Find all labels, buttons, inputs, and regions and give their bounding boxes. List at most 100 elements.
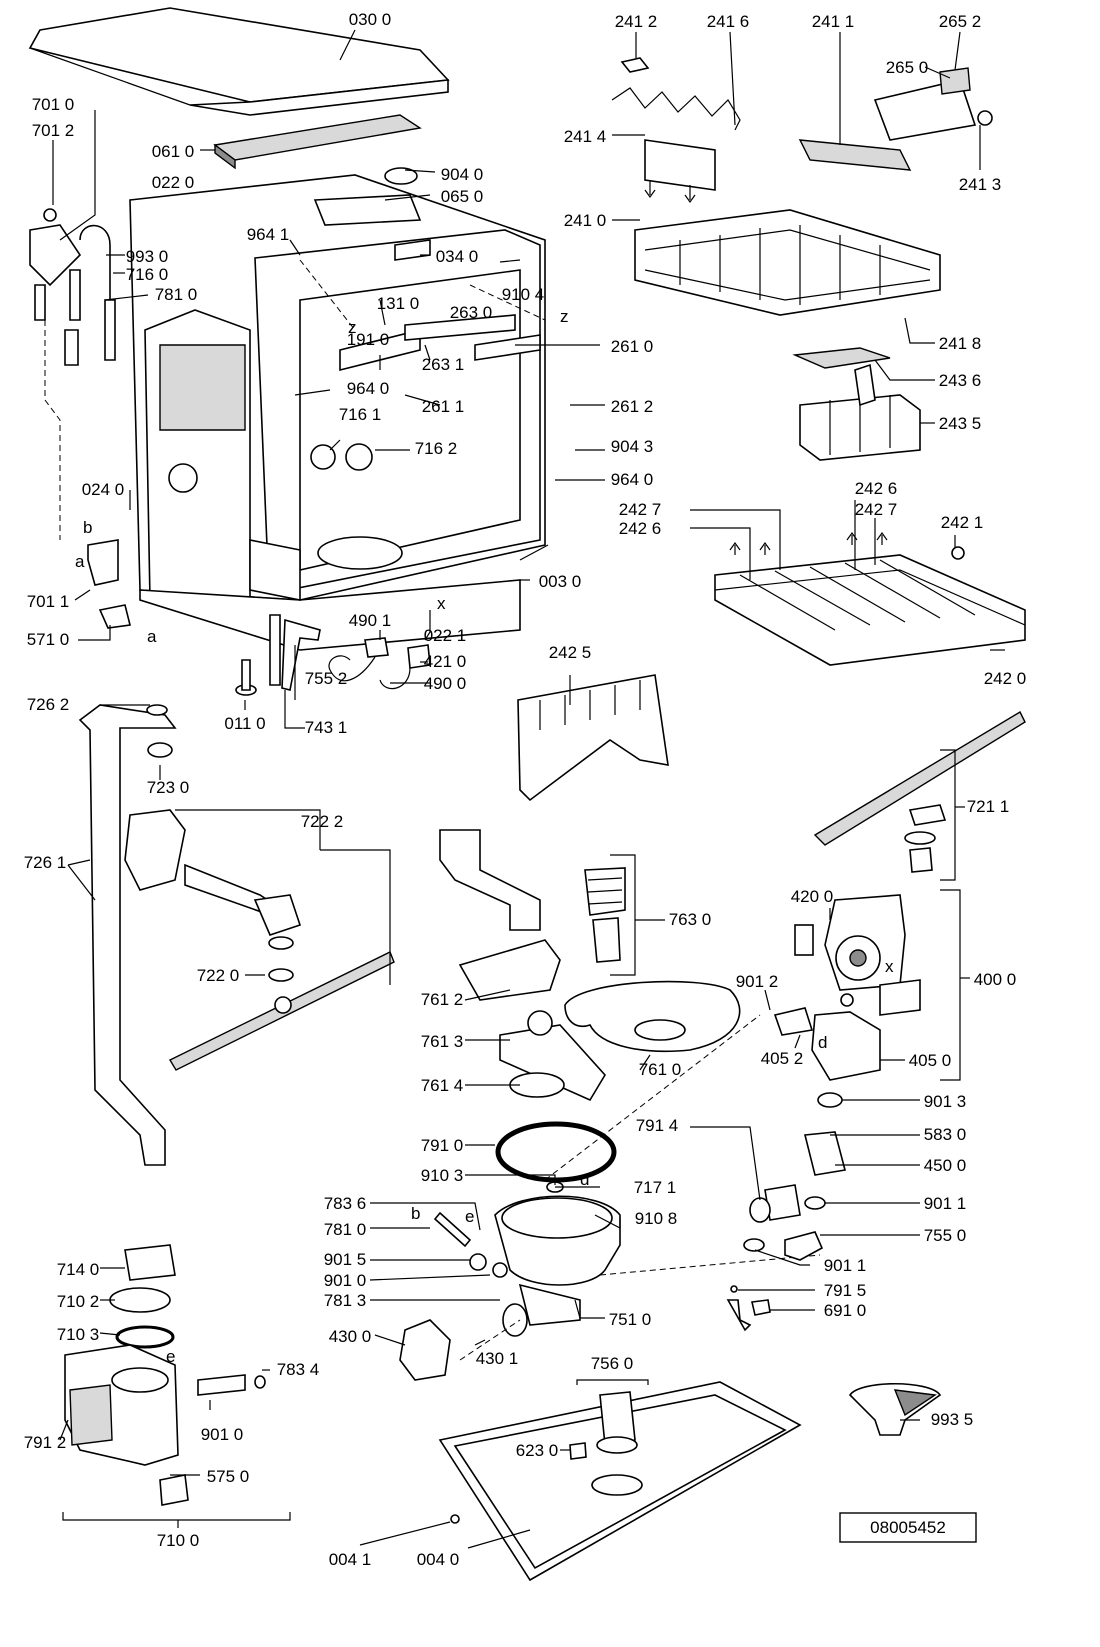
part-label-004-1: 004 1 — [329, 1550, 372, 1569]
part-label-421-0: 421 0 — [424, 652, 467, 671]
part-label-783-4: 783 4 — [277, 1360, 320, 1379]
part-label-716-2: 716 2 — [415, 439, 458, 458]
part-label-781-0-a: 781 0 — [155, 285, 198, 304]
part-label-964-0-a: 964 0 — [347, 379, 390, 398]
part-label-241-8: 241 8 — [939, 334, 982, 353]
part-label-583-0: 583 0 — [924, 1125, 967, 1144]
part-label-716-0: 716 0 — [126, 265, 169, 284]
part-label-022-1: 022 1 — [424, 626, 467, 645]
part-label-993-0: 993 0 — [126, 247, 169, 266]
leader-lines — [52, 29, 1005, 1549]
part-label-721-1: 721 1 — [967, 797, 1010, 816]
part-label-242-7-b: 242 7 — [855, 500, 898, 519]
part-label-701-2: 701 2 — [32, 121, 75, 140]
lower-basket-part — [714, 531, 1026, 666]
lower-spray-arm-part — [813, 711, 1026, 873]
part-label-791-4: 791 4 — [636, 1116, 679, 1135]
part-label-701-1: 701 1 — [27, 592, 70, 611]
part-label-901-1-b: 901 1 — [824, 1256, 867, 1275]
foot-and-bracket-parts — [235, 614, 321, 696]
part-label-901-0-b: 901 0 — [201, 1425, 244, 1444]
part-label-761-2: 761 2 — [421, 990, 464, 1009]
part-label-910-3: 910 3 — [421, 1166, 464, 1185]
part-label-261-0: 261 0 — [611, 337, 654, 356]
part-label-242-7-a: 242 7 — [619, 500, 662, 519]
part-label-022-0: 022 0 — [152, 173, 195, 192]
letter-mark-z-2: z — [560, 307, 569, 326]
part-label-901-5: 901 5 — [324, 1250, 367, 1269]
part-label-242-1: 242 1 — [941, 513, 984, 532]
cabinet-body-part — [129, 167, 549, 651]
part-label-241-2: 241 2 — [615, 12, 658, 31]
part-label-265-2: 265 2 — [939, 12, 982, 31]
part-label-751-0: 751 0 — [609, 1310, 652, 1329]
letter-mark-a-2: a — [147, 627, 157, 646]
part-label-430-1: 430 1 — [476, 1349, 519, 1368]
part-label-430-0: 430 0 — [329, 1327, 372, 1346]
part-label-763-0: 763 0 — [669, 910, 712, 929]
part-label-242-6-a: 242 6 — [855, 479, 898, 498]
part-label-723-0: 723 0 — [147, 778, 190, 797]
part-label-011-0: 011 0 — [224, 714, 265, 733]
drawing-number: 08005452 — [870, 1518, 946, 1537]
part-label-791-5: 791 5 — [824, 1281, 867, 1300]
part-label-575-0: 575 0 — [207, 1467, 250, 1486]
base-plate-part — [438, 1379, 802, 1582]
part-label-265-0: 265 0 — [886, 58, 929, 77]
letter-mark-b-1: b — [83, 518, 92, 537]
part-label-716-1: 716 1 — [339, 405, 382, 424]
part-label-701-0: 701 0 — [32, 95, 75, 114]
part-label-781-3: 781 3 — [324, 1291, 367, 1310]
part-label-242-6-b: 242 6 — [619, 519, 662, 538]
letter-mark-z-1: z — [348, 318, 357, 337]
part-label-061-0: 061 0 — [152, 142, 195, 161]
letter-mark-x-2: x — [885, 957, 894, 976]
letter-mark-d-1: d — [818, 1033, 827, 1052]
inlet-valve-part — [29, 208, 131, 629]
part-label-450-0: 450 0 — [924, 1156, 967, 1175]
part-label-241-6: 241 6 — [707, 12, 750, 31]
part-label-743-1: 743 1 — [305, 718, 348, 737]
part-label-261-1: 261 1 — [422, 397, 465, 416]
door-switch-part — [328, 637, 431, 690]
cup-rack-part — [517, 674, 669, 802]
part-label-243-5: 243 5 — [939, 414, 982, 433]
feed-pipe-part — [78, 704, 395, 1166]
part-label-791-2: 791 2 — [24, 1433, 67, 1452]
part-label-490-1: 490 1 — [349, 611, 392, 630]
part-label-783-6: 783 6 — [324, 1194, 367, 1213]
part-label-722-0: 722 0 — [197, 966, 240, 985]
part-label-420-0: 420 0 — [791, 887, 834, 906]
part-label-571-0: 571 0 — [27, 630, 70, 649]
part-label-756-0: 756 0 — [591, 1354, 634, 1373]
part-label-761-3: 761 3 — [421, 1032, 464, 1051]
part-label-263-0: 263 0 — [450, 303, 493, 322]
part-label-004-0: 004 0 — [417, 1550, 460, 1569]
part-label-241-4: 241 4 — [564, 127, 607, 146]
letter-mark-e-2: e — [166, 1347, 175, 1366]
part-label-400-0: 400 0 — [974, 970, 1017, 989]
part-label-241-1: 241 1 — [812, 12, 855, 31]
funnel-part — [848, 1383, 942, 1436]
part-label-263-1: 263 1 — [422, 355, 465, 374]
part-label-781-0-b: 781 0 — [324, 1220, 367, 1239]
sump-filter-parts — [399, 829, 821, 1381]
part-label-717-1: 717 1 — [634, 1178, 677, 1197]
part-label-910-4: 910 4 — [502, 285, 545, 304]
insulation-panel-part — [213, 114, 422, 170]
part-label-490-0: 490 0 — [424, 674, 467, 693]
part-label-405-2: 405 2 — [761, 1049, 804, 1068]
part-label-065-0: 065 0 — [441, 187, 484, 206]
part-label-901-2: 901 2 — [736, 972, 779, 991]
drain-hose-parts — [726, 1092, 846, 1332]
part-label-710-3: 710 3 — [57, 1325, 100, 1344]
part-label-691-0: 691 0 — [824, 1301, 867, 1320]
part-label-241-3: 241 3 — [959, 175, 1002, 194]
part-label-261-2: 261 2 — [611, 397, 654, 416]
part-label-901-3: 901 3 — [924, 1092, 967, 1111]
part-label-241-0: 241 0 — [564, 211, 607, 230]
part-label-024-0: 024 0 — [82, 480, 125, 499]
